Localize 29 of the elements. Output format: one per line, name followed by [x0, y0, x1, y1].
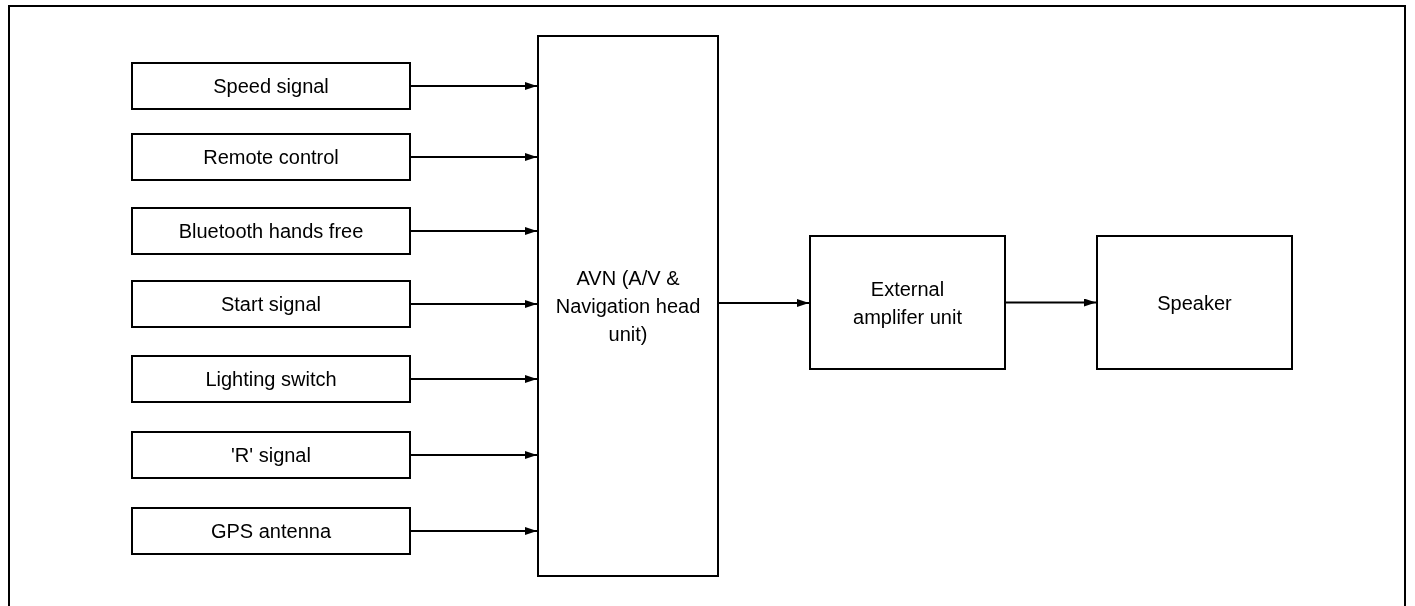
arrow: [1005, 298, 1097, 307]
block-box: [131, 280, 411, 328]
block-box: [537, 35, 719, 577]
block-box: [809, 235, 1006, 370]
arrow: [410, 375, 538, 383]
arrow: [410, 300, 538, 308]
block-label: GPS antenna: [210, 519, 332, 543]
block-box: [131, 431, 411, 479]
block-box: [131, 133, 411, 181]
arrow: [410, 153, 538, 161]
block-box: [131, 62, 411, 110]
block-box: [131, 355, 411, 403]
block-label: Start signal: [220, 292, 322, 316]
block-box: [131, 507, 411, 555]
arrow: [410, 527, 538, 535]
block-label: Speaker: [1157, 290, 1232, 316]
block-box: [131, 207, 411, 255]
arrow: [410, 82, 538, 90]
block-label: External amplifer unit: [852, 276, 963, 330]
block-box: [1096, 235, 1293, 370]
arrow: [410, 451, 538, 459]
block-label: Bluetooth hands free: [178, 219, 364, 243]
block-label: Speed signal: [213, 74, 329, 98]
arrow: [718, 299, 810, 307]
block-label: AVN (A/V & Navigation head unit): [554, 266, 702, 347]
block-label: Lighting switch: [205, 367, 337, 391]
block-label: Remote control: [203, 145, 339, 169]
arrow: [410, 227, 538, 235]
block-label: 'R' signal: [231, 443, 311, 467]
